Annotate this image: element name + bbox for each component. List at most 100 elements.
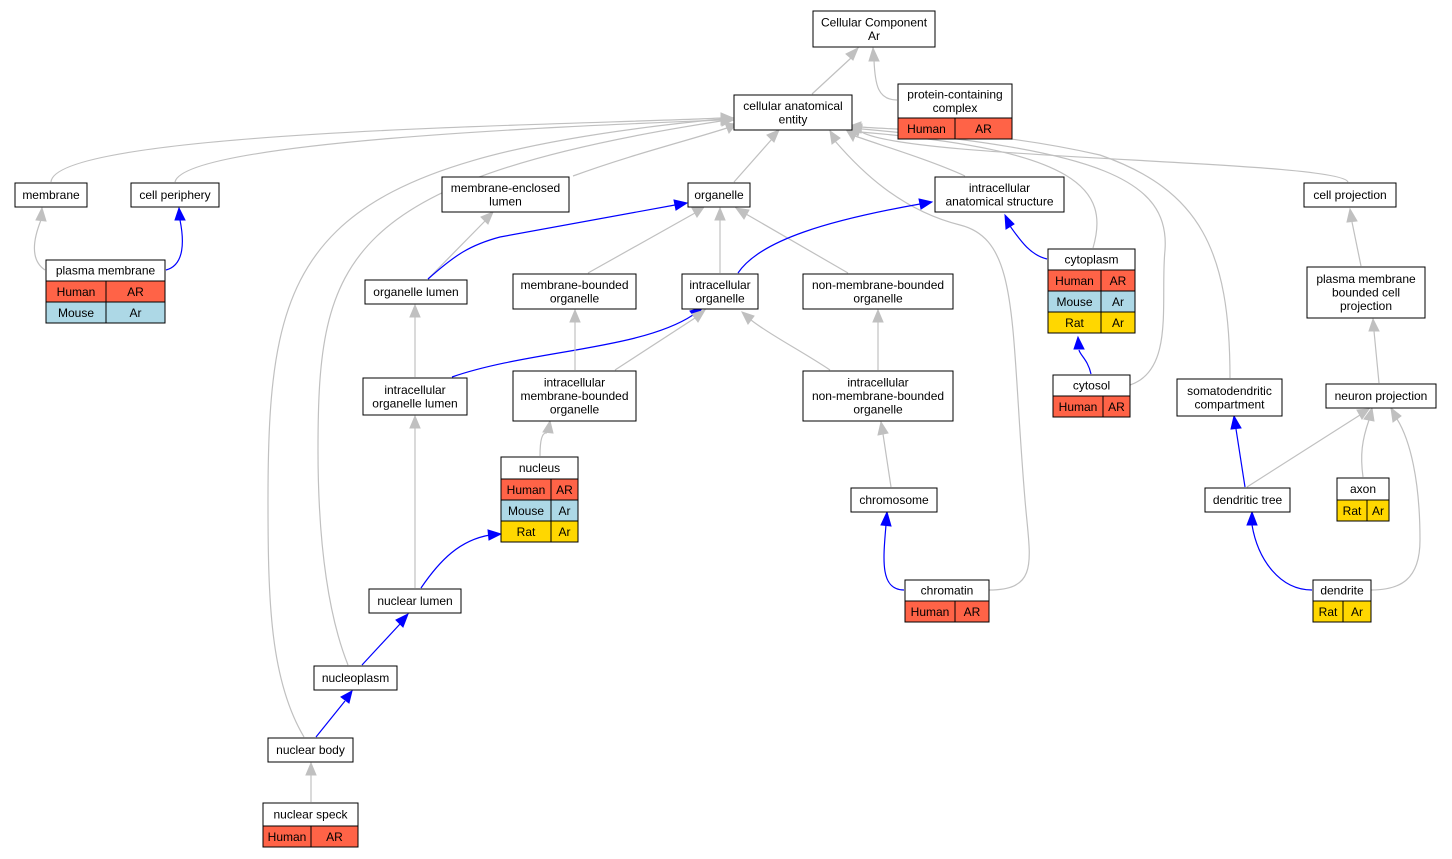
edge-nuclear_lumen-to-nucleus [420,529,503,589]
species-label: Human [268,830,307,844]
edge-dendritic_tree-to-neuron_projection [1246,408,1371,488]
edge-arrowhead [1073,335,1085,350]
edge-line [1370,418,1421,591]
edge-nucleoplasm-to-nuclear_lumen [361,612,409,666]
term-label: cell projection [1313,188,1386,202]
edge-line [859,131,1098,249]
term-box [934,176,1065,213]
species-label: Mouse [1056,295,1092,309]
term-node-dendritic-tree: dendritic tree [1204,487,1291,513]
term-label: organelle [550,291,600,305]
edge-arrowhead [829,129,841,145]
term-label: neuron projection [1335,389,1428,403]
node-layer: Cellular ComponentArprotein-containingco… [14,10,1437,848]
edge-line [882,433,892,488]
edge-line [873,59,898,101]
term-box [441,176,570,213]
gene-symbol: AR [556,483,573,497]
gene-cell [1102,395,1131,418]
edge-pmbcp-to-cell_projection [1346,207,1362,267]
term-label: anatomical structure [945,194,1053,208]
edge-arrowhead [395,612,409,628]
term-label: intracellular [689,278,750,292]
edge-arrowhead [1363,406,1375,422]
edge-imbo-to-io [614,309,707,371]
gene-symbol: Ar [1112,295,1124,309]
term-label: intracellular [969,181,1030,195]
edge-mbo-to-organelle [587,206,706,274]
term-box [1303,182,1397,208]
term-label: organelle [853,291,903,305]
edge-line [50,117,722,183]
edge-cytosol-to-cytoplasm [1073,335,1092,375]
edge-line [1078,349,1092,375]
edge-line [1235,428,1246,488]
edge-arrowhead [766,129,780,143]
edge-line [883,524,905,591]
edge-cytoplasm-to-ias [1004,213,1048,260]
term-label: intracellular [847,376,908,390]
edge-imbo-to-mbo [569,308,581,370]
edge-arrowhead [880,510,892,527]
gene-symbol: Ar [559,504,571,518]
gene-symbol: Ar [130,306,142,320]
term-label: membrane-bounded [520,389,628,403]
edge-nucleus-to-imbo [539,419,554,457]
gene-symbol: AR [127,285,144,299]
term-node-neuron-projection: neuron projection [1325,383,1437,409]
term-box [1204,487,1291,513]
edge-arrowhead [1004,213,1015,230]
edge-line [174,119,722,183]
term-box [897,83,1013,119]
edge-chromosome-to-inmbo [877,420,892,488]
edge-line [427,204,676,280]
edge-line [1251,524,1313,591]
edge-line [267,118,722,738]
edge-inmbo-to-io [741,311,831,371]
edge-line [733,138,773,183]
edge-axon-to-neuron_projection [1361,406,1375,478]
gene-cell [1366,499,1390,522]
term-node-cell-periphery: cell periphery [130,182,220,208]
edge-line [587,212,696,274]
term-box [850,487,938,513]
edge-line [1351,221,1362,267]
species-label: Rat [517,525,536,539]
edge-line [420,534,491,589]
term-node-membrane: membrane [14,182,88,208]
edge-nuclear_speck-to-nuclear_body [305,761,317,802]
edge-inmbo-to-nmbo [872,308,884,370]
edge-line [165,219,183,271]
term-box [362,377,468,416]
term-label: non-membrane-bounded [812,278,944,292]
edge-arrowhead [741,311,755,325]
term-box [267,737,354,763]
edge-arrowhead [340,690,353,704]
edge-line [33,219,46,271]
edge-arrowhead [480,211,494,225]
edge-arrowhead [734,207,750,220]
species-label: Mouse [58,306,94,320]
edge-arrowhead [877,420,889,436]
term-box [812,10,936,48]
edge-arrowhead [918,198,934,210]
term-node-nuclear-body: nuclear body [267,737,354,763]
edge-arrowhead [872,308,884,323]
edge-line [750,319,831,371]
term-label: compartment [1194,397,1265,411]
term-box [1176,378,1283,417]
edge-dendritic_tree-to-somatodendritic [1230,414,1246,488]
term-node-organelle: organelle [687,182,751,208]
gene-symbol: Ar [559,525,571,539]
gene-symbol: AR [1108,400,1125,414]
edge-line [737,203,921,274]
term-label: plasma membrane [1316,272,1416,286]
